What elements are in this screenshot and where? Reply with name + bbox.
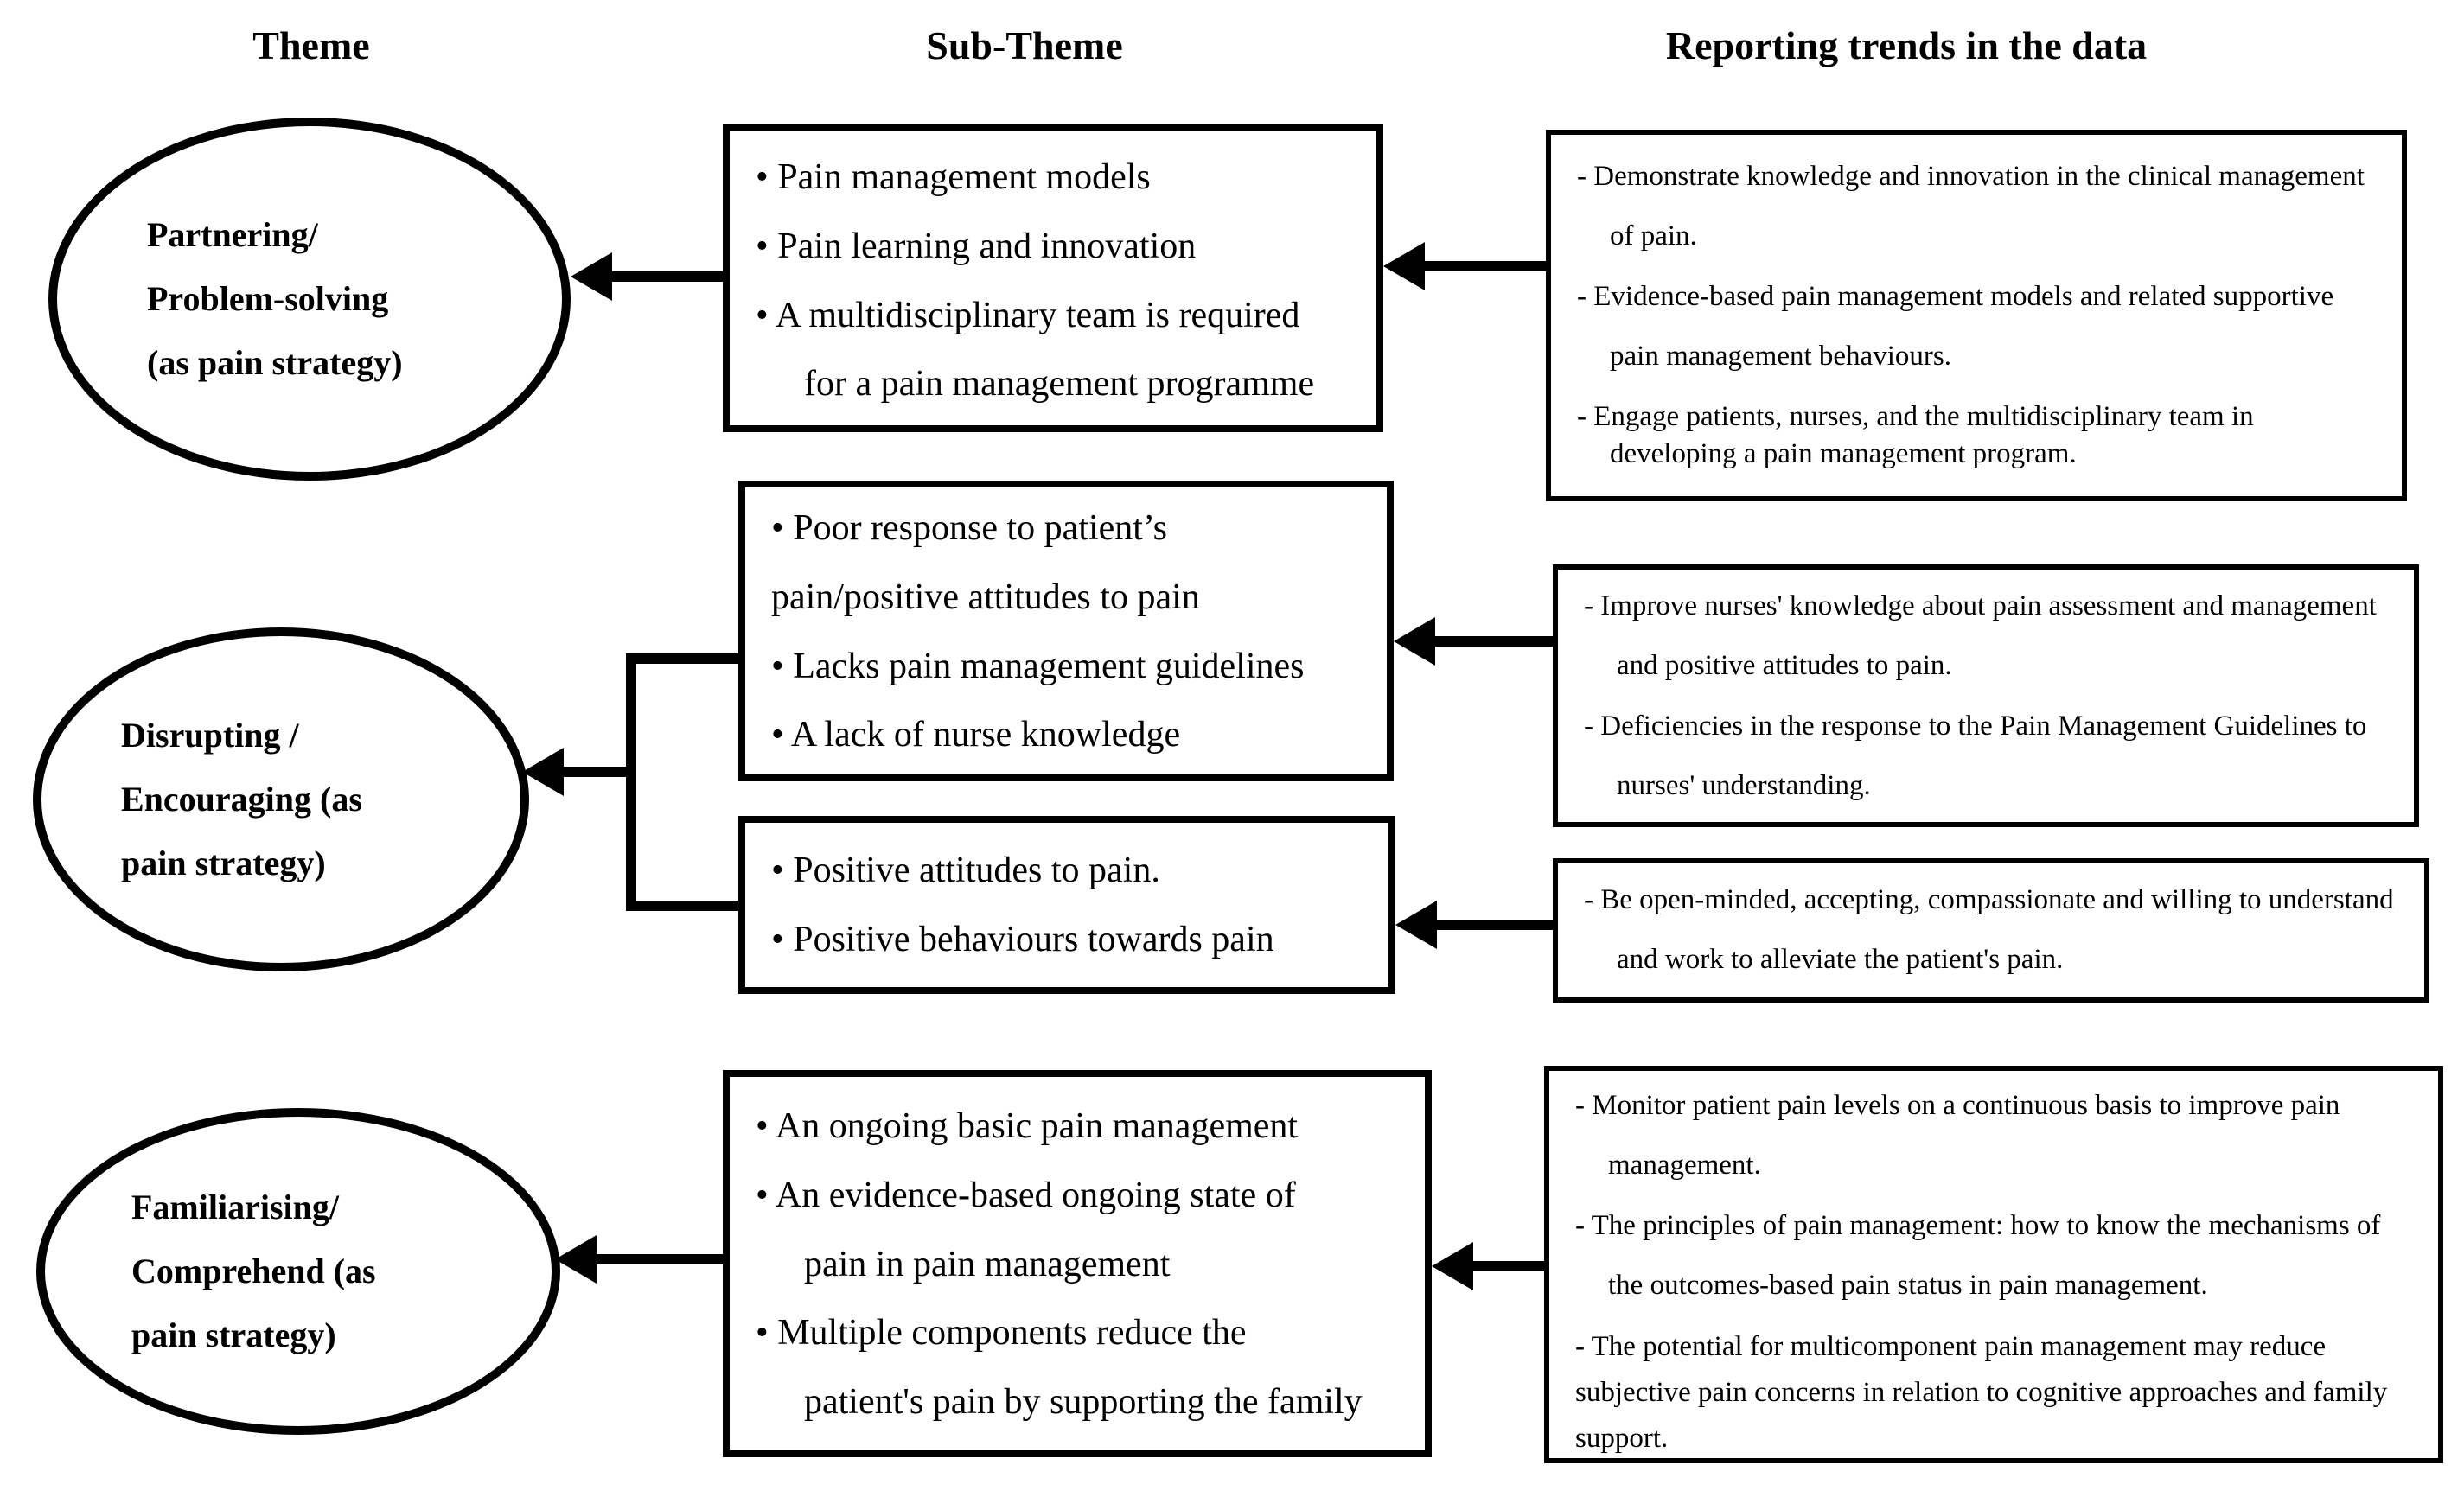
subtheme-bullet: • Lacks pain management guidelines: [771, 646, 1305, 686]
theme-label: Partnering/ Problem-solving (as pain str…: [147, 215, 403, 382]
subtheme-bullet: • A multidisciplinary team is required f…: [756, 295, 1315, 405]
arrow-bracket-to-theme2: [522, 748, 631, 796]
arrow-head-icon: [571, 252, 612, 301]
subtheme-bullet: • Poor response to patient’s pain/positi…: [771, 508, 1200, 617]
theme-ellipse-disrupting: Disrupting / Encouraging (as pain strate…: [33, 627, 529, 971]
arrow-head-icon: [1432, 1242, 1473, 1290]
arrow-report3-to-box3: [1395, 901, 1553, 949]
reporting-box-4: - Monitor patient pain levels on a conti…: [1544, 1066, 2443, 1463]
reporting-box-2: - Improve nurses' knowledge about pain a…: [1553, 564, 2419, 827]
reporting-item: - Be open-minded, accepting, compassiona…: [1584, 884, 2394, 976]
arrow-head-icon: [1395, 901, 1437, 949]
arrow-head-icon: [555, 1235, 597, 1284]
subtheme-bullet: • An evidence-based ongoing state of pai…: [756, 1175, 1296, 1284]
theme-label: Familiarising/ Comprehend (as pain strat…: [131, 1188, 376, 1354]
subtheme-box-3: • Positive attitudes to pain. • Positive…: [738, 816, 1395, 994]
arrow-box1-to-theme1: [571, 252, 723, 301]
reporting-item: - Deficiencies in the response to the Pa…: [1584, 710, 2367, 801]
bracket-box2-box3: [626, 653, 738, 911]
subtheme-box-2: • Poor response to patient’s pain/positi…: [738, 481, 1394, 781]
reporting-box-3: - Be open-minded, accepting, compassiona…: [1553, 858, 2429, 1003]
reporting-item: - Improve nurses' knowledge about pain a…: [1584, 590, 2377, 682]
arrow-head-icon: [1394, 617, 1435, 666]
subtheme-bullet: • Pain management models: [756, 157, 1151, 197]
reporting-item: - The principles of pain management: how…: [1575, 1209, 2381, 1301]
reporting-item: - Demonstrate knowledge and innovation i…: [1577, 161, 2365, 252]
reporting-item: - Evidence-based pain management models …: [1577, 280, 2334, 372]
arrow-report2-to-box2: [1394, 617, 1553, 666]
theme-label: Disrupting / Encouraging (as pain strate…: [121, 716, 362, 882]
arrow-report1-to-box1: [1383, 242, 1546, 290]
subtheme-bullet: • Multiple components reduce the patient…: [756, 1313, 1363, 1423]
subtheme-bullet: • Positive behaviours towards pain: [771, 919, 1274, 959]
subtheme-bullet: • A lack of nurse knowledge: [771, 715, 1181, 755]
column-header-theme: Theme: [252, 23, 370, 67]
reporting-item: - Engage patients, nurses, and the multi…: [1577, 401, 2254, 470]
subtheme-bullet: • Pain learning and innovation: [756, 226, 1197, 266]
arrow-box4-to-theme3: [555, 1235, 723, 1284]
subtheme-box-1: • Pain management models • Pain learning…: [723, 124, 1383, 432]
subtheme-bullet: • Positive attitudes to pain.: [771, 850, 1160, 890]
reporting-box-1: - Demonstrate knowledge and innovation i…: [1546, 130, 2407, 501]
reporting-item: - Monitor patient pain levels on a conti…: [1575, 1090, 2340, 1182]
arrow-report4-to-box4: [1432, 1242, 1544, 1290]
column-header-subtheme: Sub-Theme: [926, 23, 1123, 67]
subtheme-bullet: • An ongoing basic pain management: [756, 1106, 1299, 1146]
arrow-head-icon: [1383, 242, 1425, 290]
bracket-line: [626, 653, 738, 911]
theme-ellipse-familiarising: Familiarising/ Comprehend (as pain strat…: [36, 1108, 560, 1435]
subtheme-box-4: • An ongoing basic pain management • An …: [723, 1070, 1432, 1457]
reporting-item: - The potential for multicomponent pain …: [1575, 1331, 2388, 1454]
theme-ellipse-partnering: Partnering/ Problem-solving (as pain str…: [48, 118, 571, 481]
column-header-reporting: Reporting trends in the data: [1665, 23, 2148, 67]
